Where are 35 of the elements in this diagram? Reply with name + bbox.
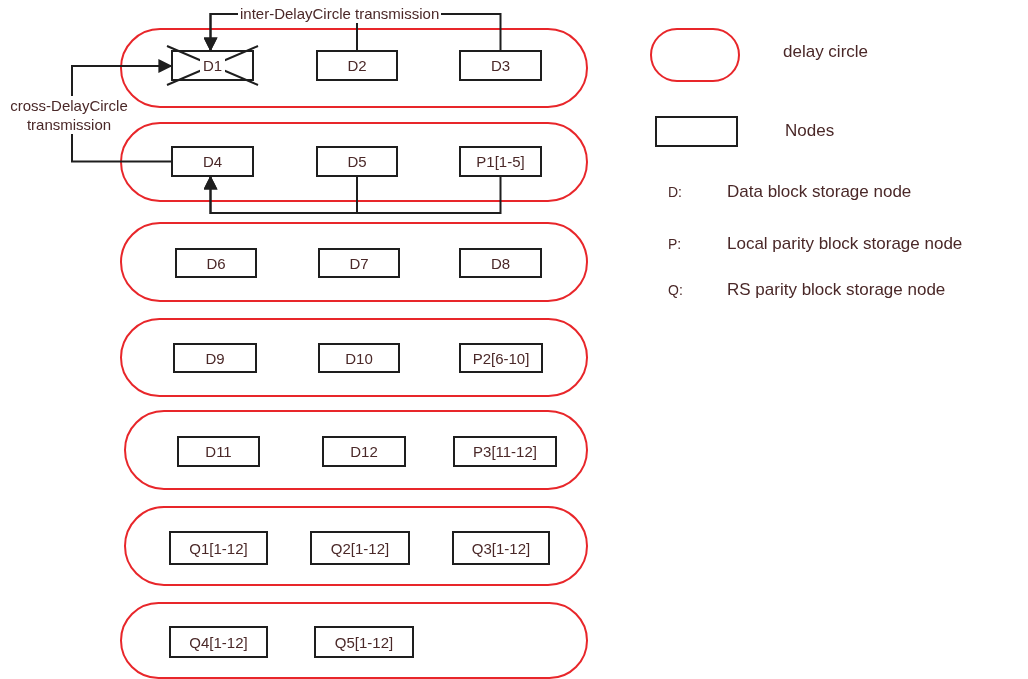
storage-node-box: D3 — [459, 50, 542, 81]
storage-node-box: D10 — [318, 343, 400, 373]
legend-label: delay circle — [783, 42, 869, 62]
storage-node-box: D9 — [173, 343, 257, 373]
key-letter: P: — [668, 236, 682, 252]
delay-circle-band — [120, 318, 588, 397]
delay-circle-band — [120, 222, 588, 302]
delay-circle-band — [120, 602, 588, 679]
legend-label: Nodes — [785, 121, 835, 141]
storage-node-box: Q2[1-12] — [310, 531, 410, 565]
key-letter: D: — [668, 184, 682, 200]
storage-node-box: D4 — [171, 146, 254, 177]
storage-node-box: P2[6-10] — [459, 343, 543, 373]
storage-node-box: D5 — [316, 146, 398, 177]
storage-node-box: D11 — [177, 436, 260, 467]
storage-node-box: P3[11-12] — [453, 436, 557, 467]
storage-node-box: D12 — [322, 436, 406, 467]
storage-node-box: D7 — [318, 248, 400, 278]
storage-node-box: D6 — [175, 248, 257, 278]
delay-circle-band — [124, 410, 588, 490]
storage-node-box: Q4[1-12] — [169, 626, 268, 658]
delay-circle-band — [124, 506, 588, 586]
key-description: RS parity block storage node — [727, 280, 946, 300]
storage-node-box: D8 — [459, 248, 542, 278]
arrow — [203, 175, 502, 214]
storage-node-box: D1 — [171, 50, 254, 81]
storage-node-box: D2 — [316, 50, 398, 81]
storage-node-box: Q5[1-12] — [314, 626, 414, 658]
storage-node-box: P1[1-5] — [459, 146, 542, 177]
delay-circle-band — [120, 122, 588, 202]
key-letter: Q: — [668, 282, 683, 298]
key-description: Data block storage node — [727, 182, 912, 202]
storage-node-box: Q1[1-12] — [169, 531, 268, 565]
storage-node-box: Q3[1-12] — [452, 531, 550, 565]
key-description: Local parity block storage node — [727, 234, 963, 254]
